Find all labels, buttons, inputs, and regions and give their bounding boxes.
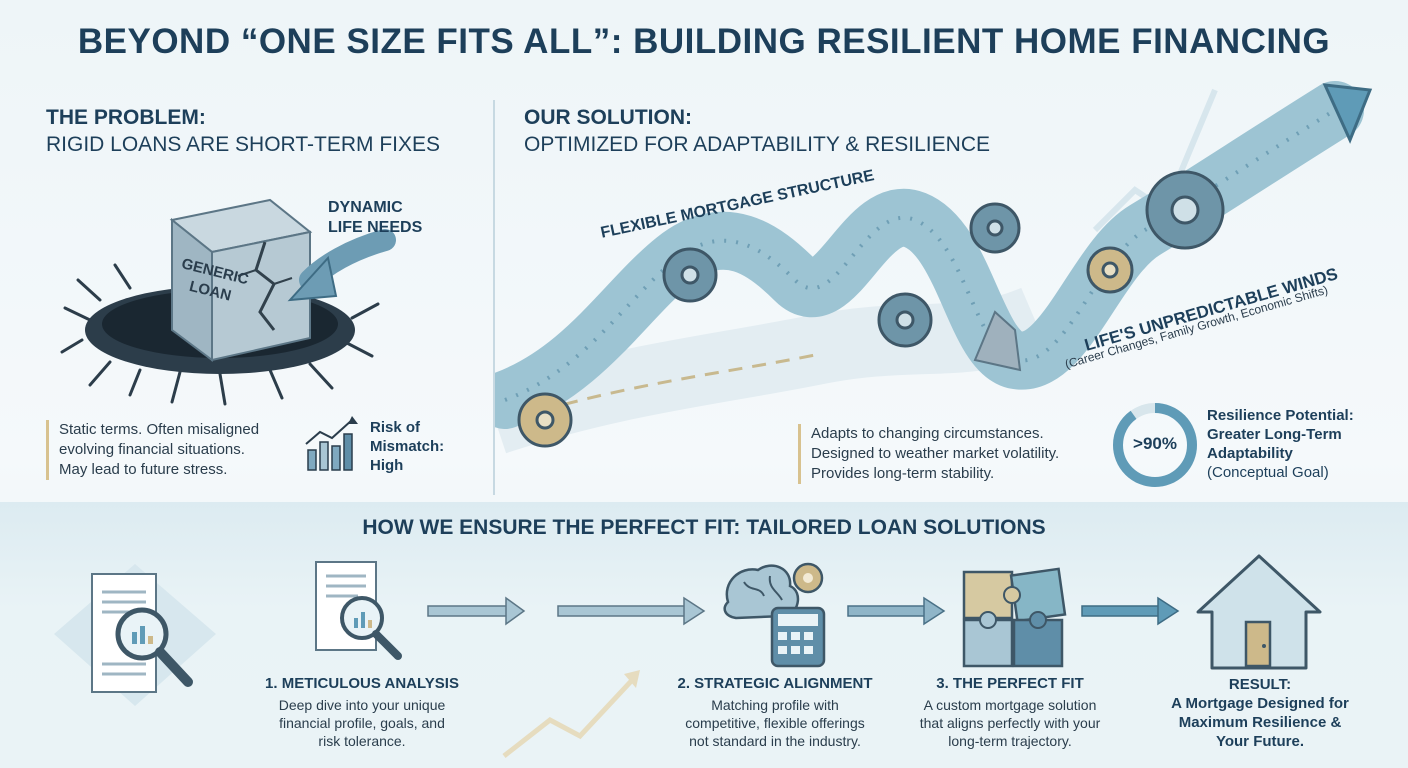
arrow-right-icon: [427, 596, 526, 626]
brain-gear-icon: [723, 562, 826, 668]
step-analysis: 1. METICULOUS ANALYSIS Deep dive into yo…: [265, 675, 459, 749]
cracked-cube-icon: [60, 198, 396, 406]
flexible-road-illustration: [495, 81, 1373, 454]
arrow-right-icon: [847, 596, 946, 626]
step-perfect-fit: 3. THE PERFECT FIT A custom mortgage sol…: [919, 675, 1101, 749]
solution-description: Adapts to changing circumstances. Design…: [798, 424, 1059, 484]
solution-heading: OUR SOLUTION: OPTIMIZED FOR ADAPTABILITY…: [524, 106, 990, 156]
problem-description: Static terms. Often misaligned evolving …: [46, 420, 259, 480]
gauge-value: >90%: [1133, 434, 1177, 453]
document-magnifier-icon: [54, 564, 216, 706]
growth-chart-icon: [305, 416, 358, 471]
result-block: RESULT: A Mortgage Designed for Maximum …: [1171, 676, 1349, 750]
arrow-right-icon: [1081, 596, 1180, 626]
arrow-right-icon: [557, 596, 706, 626]
step-alignment: 2. STRATEGIC ALIGNMENT Matching profile …: [677, 675, 873, 749]
problem-heading: THE PROBLEM: RIGID LOANS ARE SHORT-TERM …: [46, 106, 441, 156]
resilience-potential: Resilience Potential: Greater Long-Term …: [1207, 407, 1354, 481]
puzzle-icon: [962, 567, 1067, 668]
analysis-document-icon: [315, 561, 402, 660]
risk-label: Risk of Mismatch: High: [370, 419, 445, 474]
page-title: BEYOND “ONE SIZE FITS ALL”: BUILDING RES…: [77, 22, 1331, 61]
arrow-label: DYNAMIC LIFE NEEDS: [328, 199, 423, 236]
process-band: [0, 502, 1408, 768]
growth-arrow-icon: [502, 670, 640, 758]
section-divider: [493, 100, 495, 495]
resilience-gauge: [1113, 403, 1197, 487]
house-icon: [1196, 554, 1322, 670]
process-heading: HOW WE ENSURE THE PERFECT FIT: TAILORED …: [362, 516, 1046, 539]
